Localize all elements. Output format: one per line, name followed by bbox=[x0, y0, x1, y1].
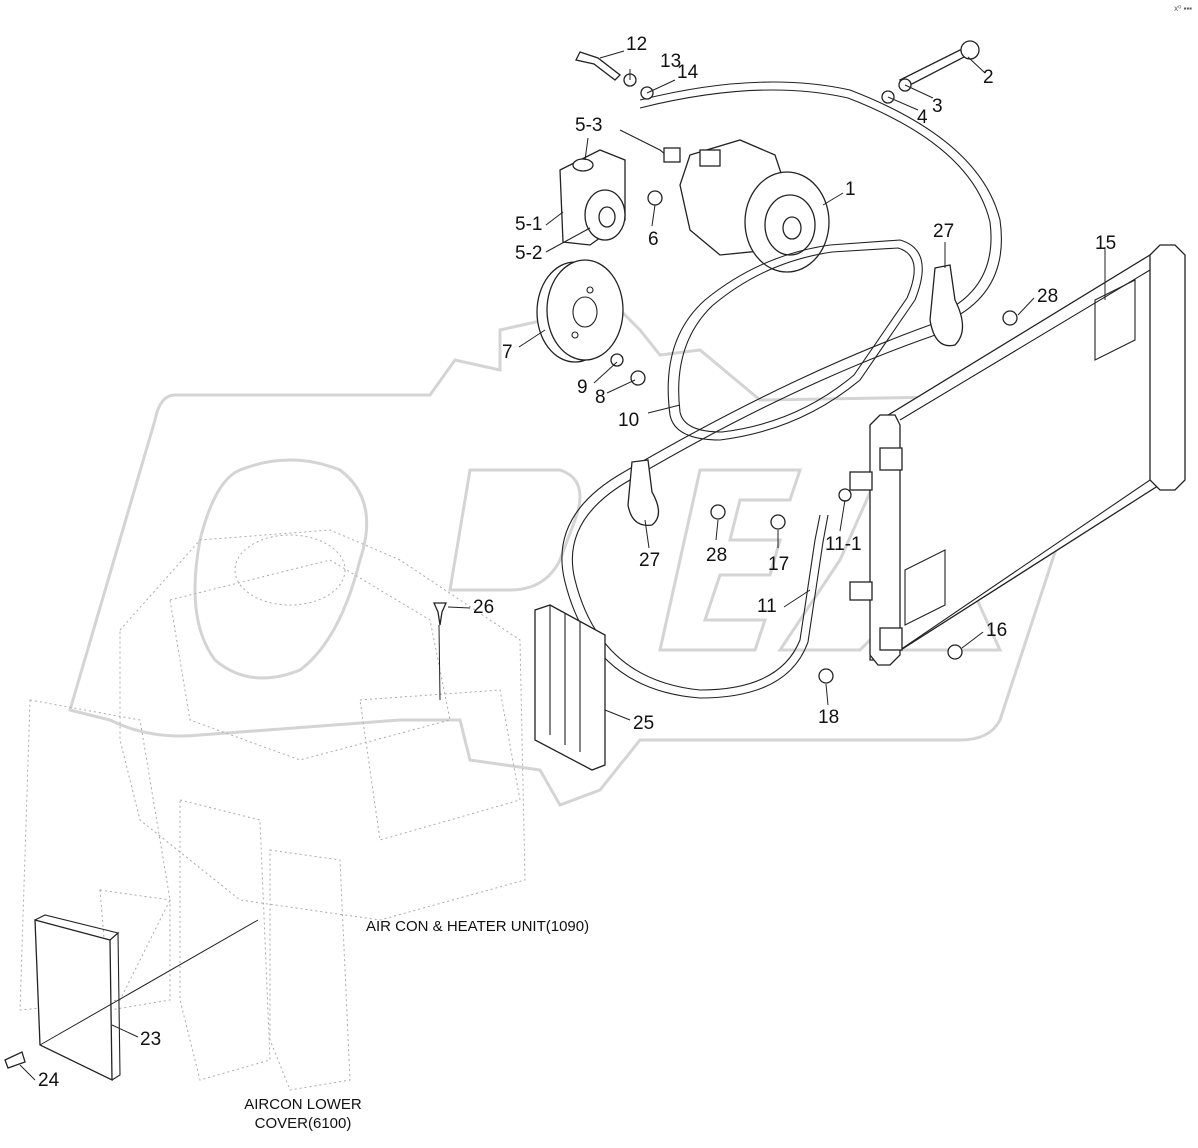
callout-12: 12 bbox=[626, 34, 648, 55]
fasteners bbox=[4, 40, 1018, 1069]
callout-10: 10 bbox=[618, 410, 640, 431]
callout-4: 4 bbox=[917, 107, 928, 128]
callout-2: 2 bbox=[983, 67, 994, 88]
callout-25: 25 bbox=[633, 713, 655, 734]
refrigerant-hoses bbox=[561, 81, 1002, 699]
leader-lines bbox=[19, 50, 1106, 1081]
callout-28-upper: 28 bbox=[1037, 286, 1059, 307]
drive-belt-part-10 bbox=[667, 239, 923, 441]
callout-8: 8 bbox=[595, 387, 606, 408]
callout-13: 13 bbox=[660, 51, 682, 72]
lower-cover-part-23 bbox=[34, 914, 121, 1082]
callout-11-1: 11-1 bbox=[825, 534, 862, 555]
compressor-part-1 bbox=[679, 139, 830, 273]
lower-cover-note-line1: AIRCON LOWER bbox=[244, 1096, 362, 1113]
lower-cover-note: AIRCON LOWER COVER(6100) bbox=[238, 1096, 368, 1134]
callout-28-lower: 28 bbox=[706, 545, 728, 566]
callout-27-upper: 27 bbox=[933, 221, 955, 242]
lower-cover-note-line2: COVER(6100) bbox=[254, 1114, 352, 1132]
callout-5-2: 5-2 bbox=[515, 243, 543, 264]
idler-bracket-part-5 bbox=[559, 149, 626, 246]
callout-5-3: 5-3 bbox=[575, 115, 603, 136]
callout-27-lower: 27 bbox=[639, 550, 661, 571]
callout-17: 17 bbox=[768, 554, 790, 575]
callout-24: 24 bbox=[38, 1070, 60, 1091]
corner-mark: x⁰ ▪▪▪ bbox=[1174, 4, 1192, 13]
condenser-part-15 bbox=[849, 244, 1186, 666]
callout-6: 6 bbox=[648, 229, 659, 250]
pulley-part-7 bbox=[536, 259, 624, 363]
callout-14: 14 bbox=[677, 62, 699, 83]
callout-3: 3 bbox=[932, 96, 943, 117]
callout-5-1: 5-1 bbox=[515, 214, 543, 235]
callout-26: 26 bbox=[473, 597, 495, 618]
callout-11: 11 bbox=[757, 596, 777, 617]
heater-unit-note: AIR CON & HEATER UNIT(1090) bbox=[366, 918, 590, 935]
callout-18: 18 bbox=[818, 707, 840, 728]
callout-16: 16 bbox=[986, 620, 1008, 641]
callout-9: 9 bbox=[577, 377, 588, 398]
callout-1: 1 bbox=[845, 179, 856, 200]
filter-part-25 bbox=[534, 604, 606, 771]
callout-7: 7 bbox=[502, 342, 513, 363]
hose-clamp-part-27 bbox=[627, 264, 964, 526]
callout-23: 23 bbox=[140, 1029, 162, 1050]
callout-15: 15 bbox=[1095, 233, 1117, 254]
